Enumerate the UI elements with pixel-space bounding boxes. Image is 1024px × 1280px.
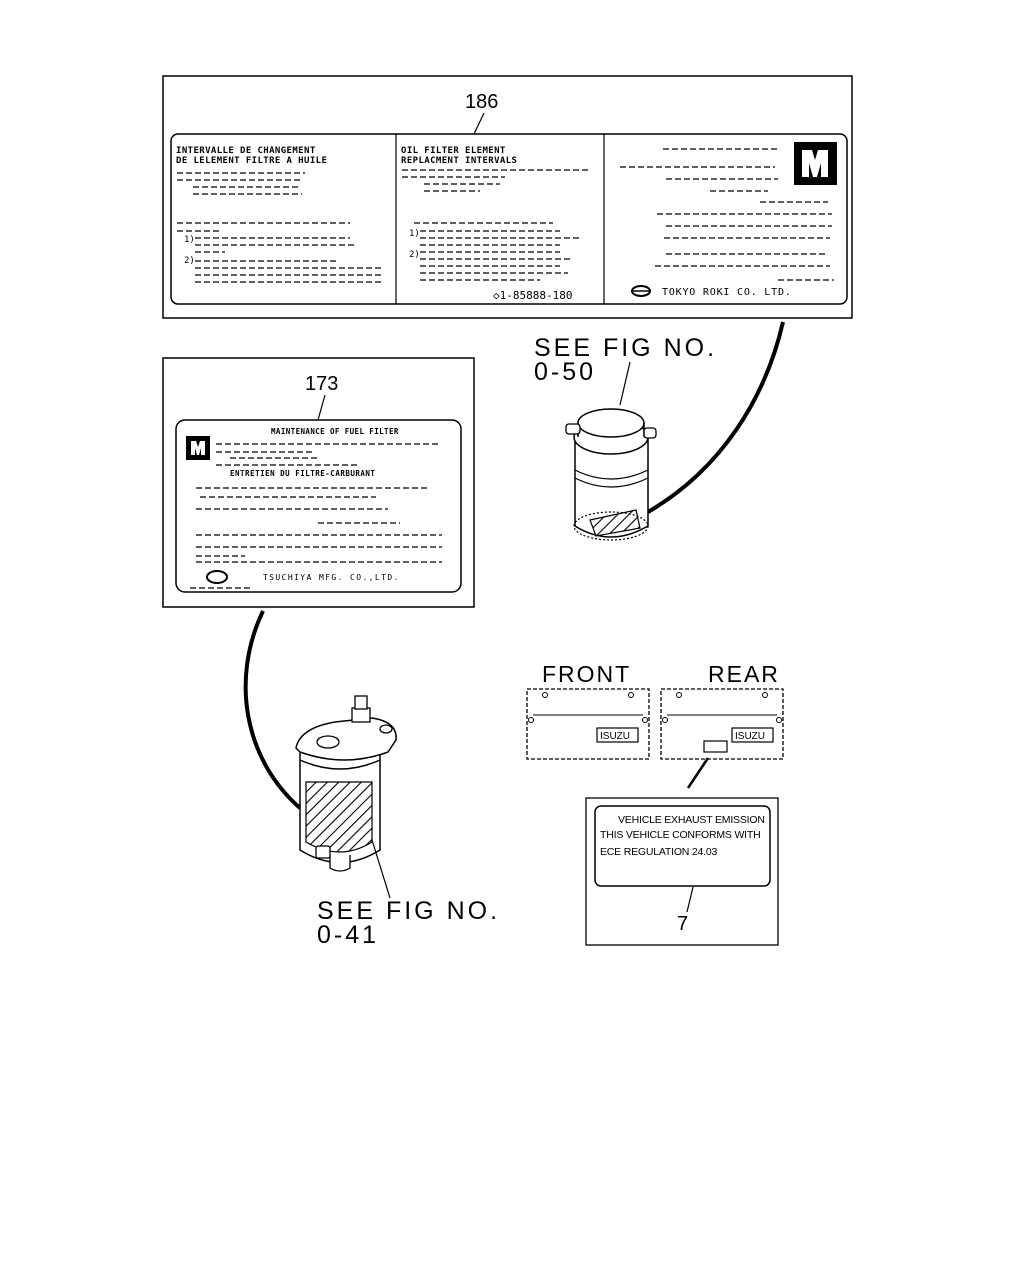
oil-filter-label (170, 133, 848, 305)
fuel-filter-label (175, 419, 462, 593)
label-7-callout: 7 (677, 913, 688, 935)
label-186-callout: 186 (465, 91, 498, 113)
rear-cover-title: REAR (708, 661, 780, 687)
fuel-filter-lead-line (243, 610, 302, 810)
label-186-group: 186 INTERVALLE DE CHANGEMENT DE LELEMENT… (162, 75, 853, 319)
oil-label-en-item-2: 2) (409, 250, 420, 260)
fuel-label-title-fr: ENTRETIEN DU FILTRE-CARBURANT (230, 469, 375, 478)
oil-label-fr-item-1: 1) (184, 235, 195, 245)
oil-filter-ref-line-2: 0-50 (534, 358, 596, 386)
emission-label (594, 805, 771, 887)
label-173-frame (162, 357, 475, 608)
oil-label-part-number: ◇1-85888-180 (493, 289, 572, 302)
label-186-frame (162, 75, 853, 319)
label-186-leader (473, 112, 485, 135)
oil-filter-lead-line (646, 321, 785, 514)
oil-label-en-item-1: 1) (409, 229, 420, 239)
fuel-filter-ref-line-2: 0-41 (317, 921, 379, 949)
tsuchiya-logo-icon (206, 570, 228, 584)
oil-label-fr-heading-1: INTERVALLE DE CHANGEMENT (176, 146, 316, 156)
label-7-frame (585, 797, 779, 946)
label-7-leader (686, 886, 694, 913)
label-173-leader (317, 394, 326, 421)
rear-isuzu-badge (731, 727, 774, 743)
isuzu-logo-icon (794, 142, 837, 185)
label-173-group: 173 MAINTENANCE OF FUEL FILTER ENTRETIEN… (162, 357, 475, 608)
fuel-filter-ref-line-1: SEE FIG NO. (317, 897, 500, 925)
rear-isuzu-badge-text: ISUZU (735, 731, 765, 742)
front-isuzu-badge-text: ISUZU (600, 731, 630, 742)
tokyo-roki-logo-icon (631, 285, 651, 297)
emission-label-line-2: THIS VEHICLE CONFORMS WITH (600, 829, 760, 841)
emission-label-line-3: ECE REGULATION 24.03 (600, 846, 718, 858)
oil-label-en-heading-1: OIL FILTER ELEMENT (401, 146, 506, 156)
front-cover-group: FRONT ISUZU (526, 661, 650, 760)
fuel-filter-ref-leader (371, 839, 391, 899)
oil-filter-ref-leader (619, 361, 631, 406)
rear-cover-plate (660, 688, 784, 760)
label-173-callout: 173 (305, 373, 338, 395)
oil-label-placeholder-lines (177, 148, 834, 283)
fuel-label-isuzu-logo-icon (186, 436, 210, 460)
oil-label-maker: TOKYO ROKI CO. LTD. (662, 287, 792, 298)
front-cover-plate (526, 688, 650, 760)
fuel-label-placeholder-lines (190, 443, 442, 589)
front-isuzu-badge (596, 727, 639, 743)
rear-cover-group: REAR ISUZU (660, 661, 784, 789)
label-7-group: VEHICLE EXHAUST EMISSION THIS VEHICLE CO… (585, 797, 779, 946)
oil-label-en-heading-2: REPLACMENT INTERVALS (401, 156, 517, 166)
rear-emission-leader (686, 757, 710, 789)
front-cover-title: FRONT (542, 661, 631, 687)
oil-label-fr-heading-2: DE LELEMENT FILTRE A HUILE (176, 156, 327, 166)
fuel-label-maker: TSUCHIYA MFG. CO.,LTD. (263, 573, 400, 582)
fuel-filter-illustration: SEE FIG NO. 0-41 (243, 610, 500, 949)
fuel-label-title-en: MAINTENANCE OF FUEL FILTER (271, 427, 399, 436)
oil-filter-illustration: SEE FIG NO. 0-50 (534, 321, 785, 541)
rear-emission-label-spot (703, 740, 728, 753)
oil-label-fr-item-2: 2) (184, 256, 195, 266)
oil-filter-ref-line-1: SEE FIG NO. (534, 334, 717, 362)
emission-label-line-1: VEHICLE EXHAUST EMISSION (618, 814, 765, 826)
